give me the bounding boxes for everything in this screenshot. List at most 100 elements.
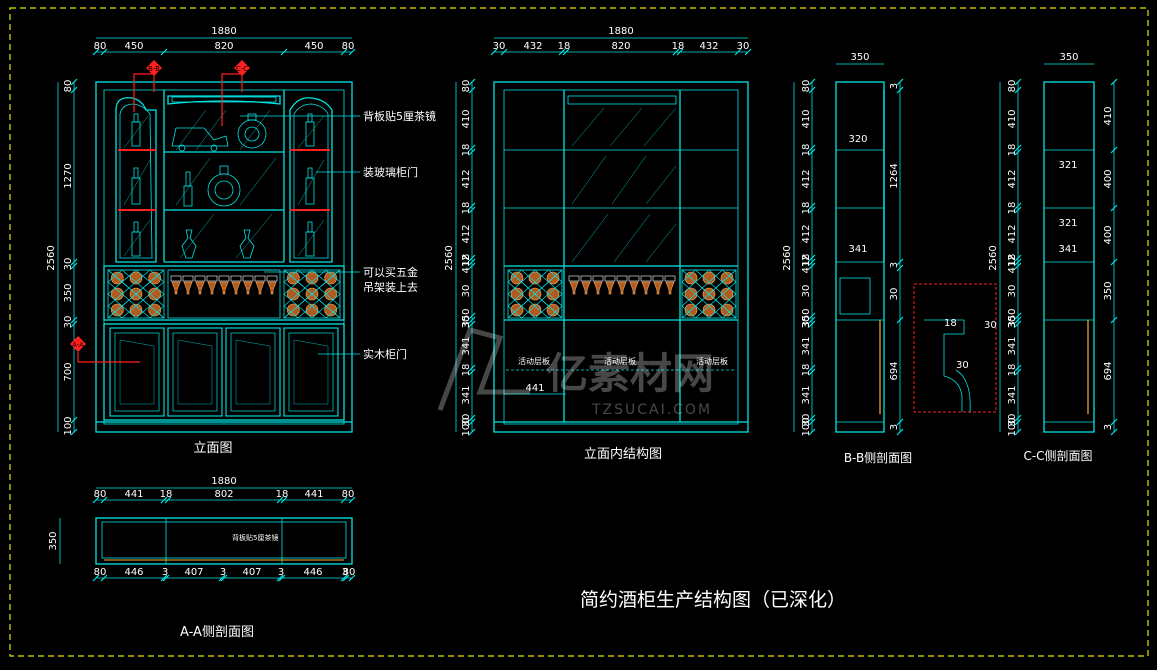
aa-top-dims-label: 80 [94,489,107,500]
wine-bottle-end [720,287,734,301]
inner-top-dims-label: 432 [699,41,718,52]
wine-bottle-end [702,271,716,285]
wine-glass [641,281,651,295]
front-top-dims-label: 820 [214,41,233,52]
front-left-dims-label: 1270 [63,163,74,188]
cc-left-dims-label: 350 [1007,308,1018,327]
cc-right-dims-label: 694 [1103,361,1114,380]
front-top-dims-label: 80 [94,41,107,52]
bb-detail-box [913,283,997,413]
bb-inner-width-2: 341 [848,244,867,255]
inner-left-dims-label: 341 [461,336,472,355]
cc-top-dim: 350 [1059,52,1078,63]
aa-bottom-dims-label: 3 [278,567,284,578]
wood-door-panel [167,327,223,417]
bb-detail-dim-2: 18 [944,318,957,329]
bb-left-dims-label: 18 [801,254,812,267]
inner-left-dims-label: 412 [461,224,472,243]
aa-note: 背板贴5厘茶镜 [232,533,278,542]
aa-bottom-dims-label: 3 [342,567,348,578]
wine-glass [593,281,603,295]
inner-left-dims-label: 18 [461,364,472,377]
aa-bottom-dims-label: 80 [94,567,107,578]
inner-left-dims-label: 80 [461,80,472,93]
bb-top-dim: 350 [850,52,869,63]
inner-left-dims-label: 100 [461,417,472,436]
wine-glass [617,281,627,295]
aa-top-dims-label: 441 [304,489,323,500]
front-left-dims-label: 100 [63,416,74,435]
inner-left-dims-label: 18 [461,144,472,157]
wine-bottle-end [528,271,542,285]
aa-caption: A-A侧剖面图 [180,625,254,640]
watermark-brand: 亿素材网 [546,349,714,398]
cc-left-dims-label: 412 [1007,169,1018,188]
wine-glass [231,281,241,295]
bb-left-dims-label: 18 [801,144,812,157]
front-caption: 立面图 [193,441,232,456]
aa-top-dims-label: 18 [160,489,173,500]
inner-top-dims-label: 820 [611,41,630,52]
bb-left-dims-label: 350 [801,308,812,327]
inner-top-dims-label: 432 [523,41,542,52]
inner-hanging-glasses [568,275,676,295]
front-left-dims-label: 700 [63,362,74,381]
inner-left-dims-label: 412 [461,254,472,273]
bb-left-dims-label: 100 [801,417,812,436]
cc-left-dims-label: 30 [1007,285,1018,298]
front-hanging-glasses [170,275,278,295]
section-marker-cc: C-C [221,60,250,126]
note-mirror: 背板贴5厘茶镜 [363,109,436,123]
aa-top-dims-label: 18 [276,489,289,500]
front-wood-doors [109,327,339,417]
inner-top-dims-label: 30 [737,41,750,52]
wine-glass [605,281,615,295]
drawing-title: 简约酒柜生产结构图（已深化） [580,589,846,611]
bb-right-dims-label: 3 [889,424,900,430]
front-left-total: 2560 [46,245,57,270]
inner-left-dims-label: 341 [461,385,472,404]
cc-left-dims-label: 18 [1007,202,1018,215]
bb-left-dims-label: 410 [801,109,812,128]
cc-section: 350 2560 8041018412184121841230350303411… [988,52,1118,463]
wine-bottle-end [111,287,124,301]
cc-left-dims-label: 341 [1007,385,1018,404]
cc-left-dims-label: 18 [1007,144,1018,157]
wine-glass [569,281,579,295]
front-left-dims-label: 30 [63,316,74,329]
wine-glass [267,281,277,295]
cc-left-dims-label: 412 [1007,224,1018,243]
inner-bottom-dim: 441 [525,383,544,394]
inner-top-total: 1880 [608,26,633,37]
wood-door-panel [109,327,165,417]
inner-left-dims-label: 410 [461,109,472,128]
bb-right-dims-label: 30 [889,288,900,301]
section-mark-aa: A-A [72,341,84,349]
front-wine-rack [107,269,341,319]
front-left-dims-label: 80 [63,80,74,93]
cc-left-dims-label: 341 [1007,336,1018,355]
inner-left-dims-label: 350 [461,308,472,327]
inner-left-dims-label: 30 [461,285,472,298]
wine-glass [665,281,675,295]
wood-door-panel [225,327,281,417]
aa-top-total: 1880 [211,476,236,487]
front-top-dims-label: 450 [124,41,143,52]
wine-glass [629,281,639,295]
bb-left-dims-label: 80 [801,80,812,93]
bb-right-dims-label: 694 [889,361,900,380]
section-marker-bb: B-B [133,60,162,112]
bb-left-dims-label: 412 [801,224,812,243]
bb-section: 350 2560 8041018412184121841230350303411… [782,52,997,465]
bb-left-dims-label: 30 [801,285,812,298]
wine-bottle-end [702,303,716,317]
bb-left-total: 2560 [782,245,793,270]
wine-glass [243,281,253,295]
inner-shelf-label-3: 活动层板 [696,356,728,366]
